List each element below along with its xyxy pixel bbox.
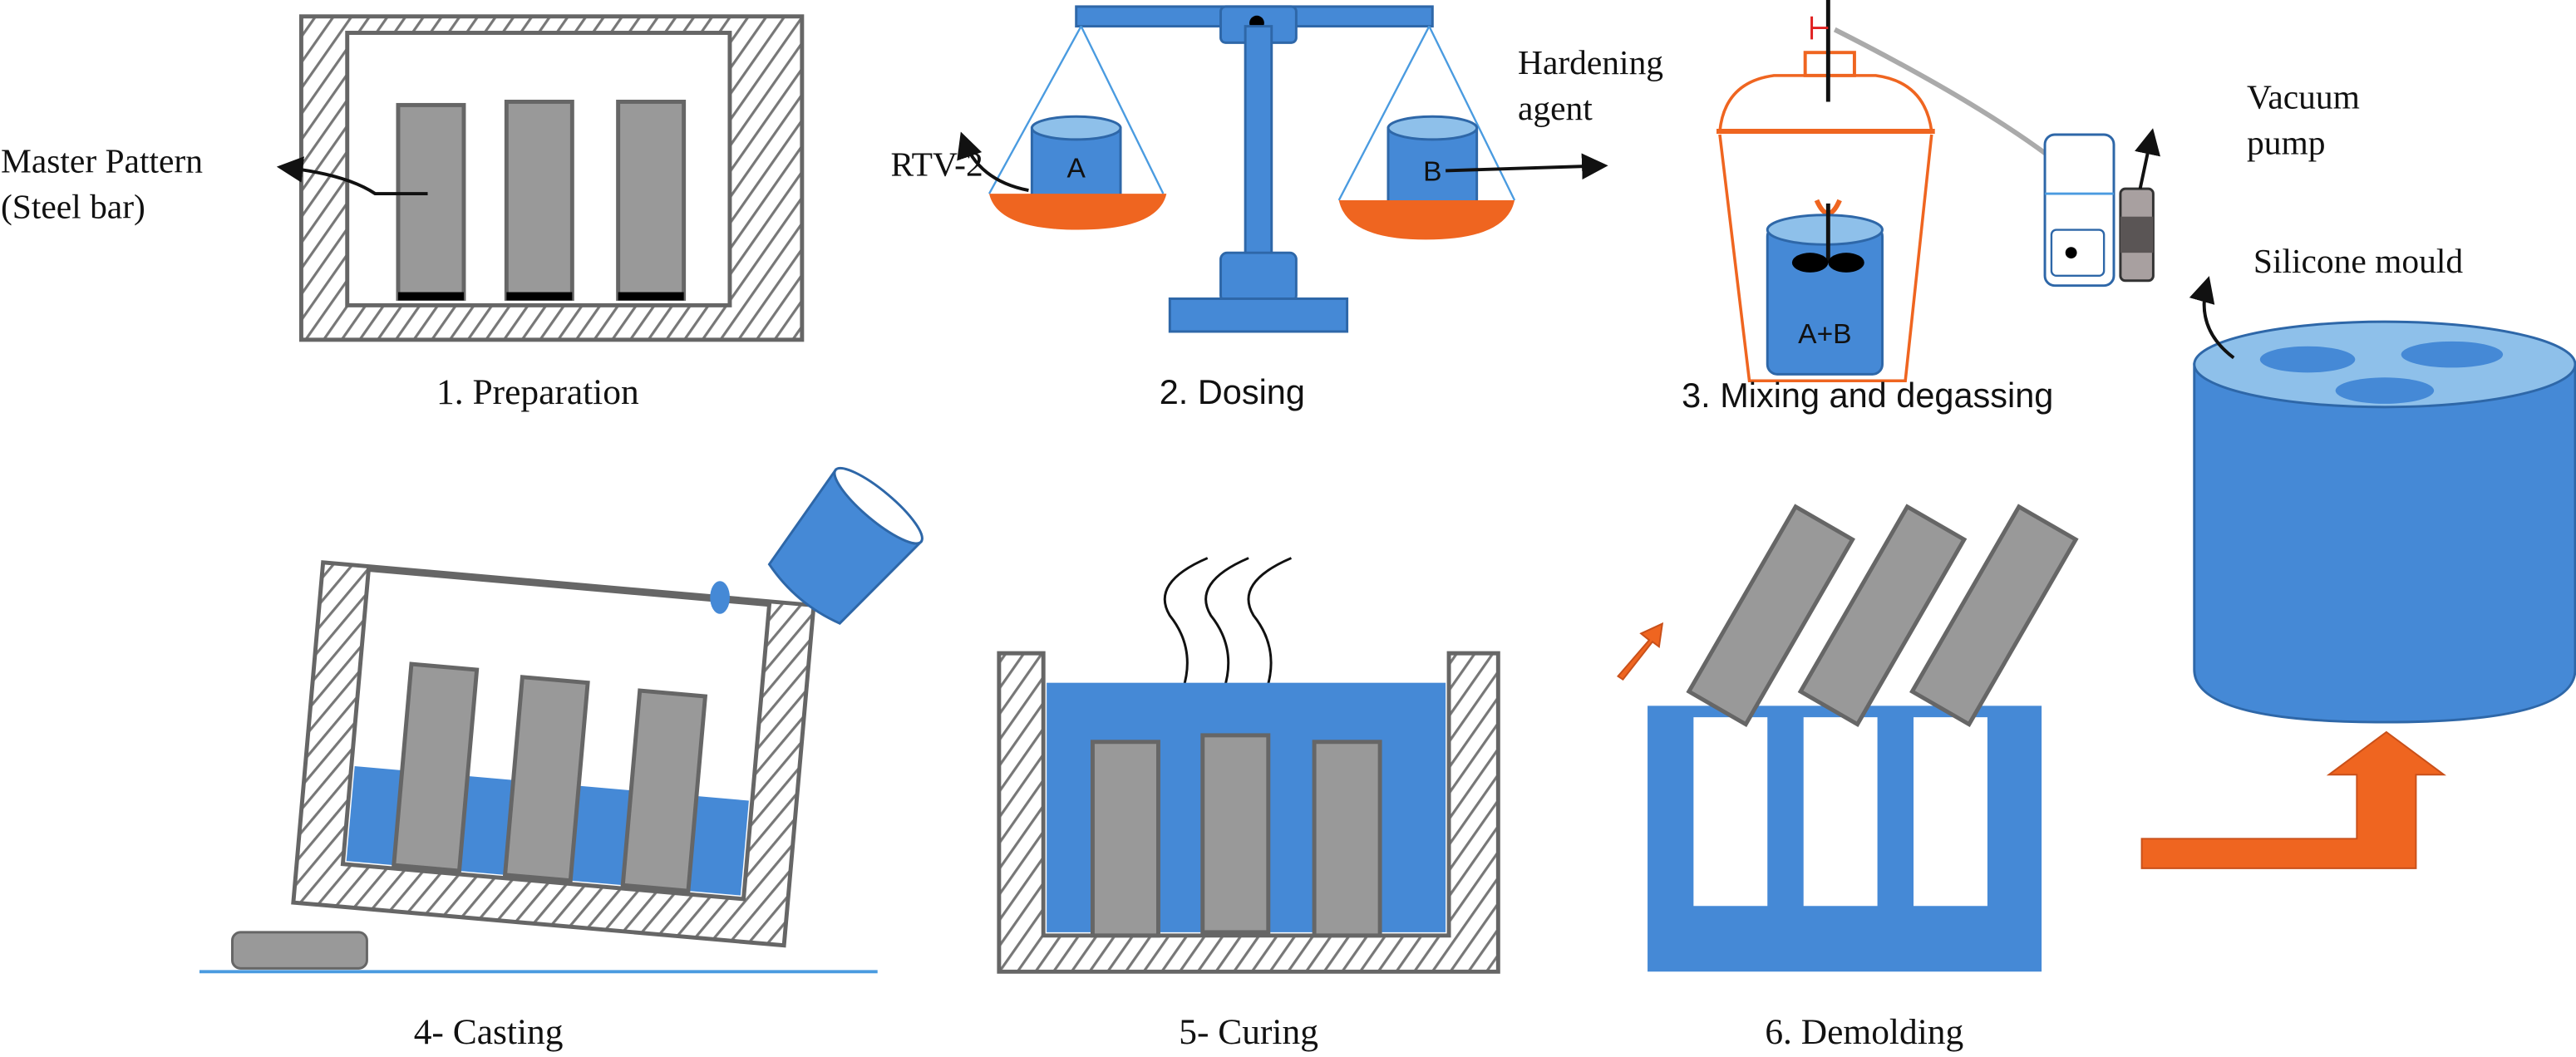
curing-container-wall: [997, 651, 1500, 974]
container-a-top: [1030, 115, 1122, 141]
mould-cavity-3: [2335, 377, 2435, 404]
silicone-mould-top: [2193, 320, 2576, 409]
pouring-cup-body: [767, 468, 924, 625]
heat-wave-3: [1247, 557, 1293, 691]
mould-cavity-2: [2401, 341, 2504, 368]
mix-container-top: [1766, 214, 1884, 246]
pouring-cup: [767, 466, 924, 625]
hardening-label-line2: agent: [1518, 89, 1593, 127]
scale-stand: [1219, 251, 1298, 303]
step-3-caption: 3. Mixing and degassing: [1682, 376, 2053, 415]
right-pan: [1338, 199, 1515, 240]
container-b-label: B: [1423, 156, 1441, 187]
casting-bar-3: [620, 688, 708, 893]
process-flow-arrow: [2140, 730, 2446, 869]
stirrer-blade-left: [1791, 253, 1829, 273]
curing-bar-3: [1312, 740, 1382, 938]
stirrer-blade-right: [1828, 253, 1864, 273]
master-pattern-label-line2: (Steel bar): [1, 188, 145, 227]
step-4-casting: 4- Casting: [199, 466, 924, 1052]
vacuum-pump-dot: [2065, 247, 2077, 259]
step-4-caption: 4- Casting: [414, 1012, 564, 1052]
mould-cavity-1: [2259, 346, 2356, 373]
removed-bar-2: [1797, 504, 1968, 727]
vacuum-pump-label-line1: Vacuum: [2247, 77, 2360, 116]
vacuum-pump-label-line2: pump: [2247, 124, 2325, 162]
bar-base-2: [506, 292, 573, 301]
pouring-cup-rim: [833, 466, 924, 545]
demolded-silicone: [1648, 705, 2042, 972]
mix-container-body: [1766, 225, 1884, 376]
tilted-container: [291, 560, 816, 948]
left-string-1: [988, 26, 1082, 194]
container-a-label: A: [1067, 153, 1086, 184]
step-1-caption: 1. Preparation: [436, 372, 639, 412]
bar-base-1: [397, 292, 464, 301]
silicone-mould-result: Silicone mould: [2140, 242, 2576, 869]
hardening-label-line1: Hardening: [1518, 43, 1663, 81]
tilt-support-block: [230, 931, 368, 970]
lift-arrow: [1617, 622, 1664, 681]
right-string-1: [1337, 26, 1431, 201]
rtv-arrow: [957, 131, 1029, 193]
vacuum-hose: [1833, 27, 2048, 157]
vacuum-pump-panel: [2050, 229, 2106, 278]
vacuum-chamber-body: [1718, 134, 1933, 383]
bar-base-3: [618, 292, 684, 301]
step-1-preparation: Master Pattern (Steel bar) 1. Preparatio…: [1, 14, 805, 412]
steel-bar-2: [504, 99, 574, 301]
vacuum-chamber-dome: [1718, 74, 1933, 132]
left-pan: [989, 194, 1167, 230]
master-pattern-label-line1: Master Pattern: [1, 141, 203, 179]
mix-container-label: A+B: [1798, 319, 1851, 350]
step-5-caption: 5- Curing: [1179, 1012, 1318, 1052]
silicone-drop: [710, 581, 730, 614]
rtv-label: RTV-2: [891, 145, 983, 183]
curing-bar-2: [1200, 733, 1271, 935]
steel-bar-1: [396, 102, 466, 301]
step-6-caption: 6. Demolding: [1765, 1012, 1963, 1052]
silicone-mould-label: Silicone mould: [2253, 242, 2464, 280]
curing-bar-1: [1090, 740, 1160, 938]
removed-bar-3: [1909, 504, 2079, 727]
scale-post: [1244, 25, 1273, 258]
casting-bar-2: [502, 675, 590, 883]
step-6-demolding: 6. Demolding: [1617, 504, 2079, 1052]
heat-wave-1: [1163, 557, 1209, 691]
step-5-curing: 5- Curing: [997, 557, 1500, 1052]
silicone-mould-body: [2193, 363, 2576, 724]
vacuum-pump-motor-band: [2120, 216, 2154, 253]
casting-bar-1: [392, 661, 480, 873]
step-3-mixing-degassing: A+B Vacuum pump 3. Mixing and degassing: [1682, 0, 2360, 415]
master-pattern-arrow: [276, 156, 428, 196]
scale-base: [1168, 297, 1349, 333]
silicone-mould-arrow: [2189, 276, 2235, 360]
heat-wave-2: [1204, 557, 1249, 691]
step-2-caption: 2. Dosing: [1160, 372, 1305, 411]
left-string-2: [1080, 26, 1165, 194]
right-string-2: [1428, 26, 1516, 201]
hardening-arrow: [1446, 153, 1608, 180]
removed-bar-1: [1686, 504, 1855, 727]
steel-bar-3: [616, 99, 687, 301]
step-2-dosing: A RTV-2 B Hardening agent 2. Dosing: [891, 5, 1663, 411]
container-b-top: [1387, 115, 1479, 141]
vacuum-pump-arrow: [2135, 128, 2160, 189]
